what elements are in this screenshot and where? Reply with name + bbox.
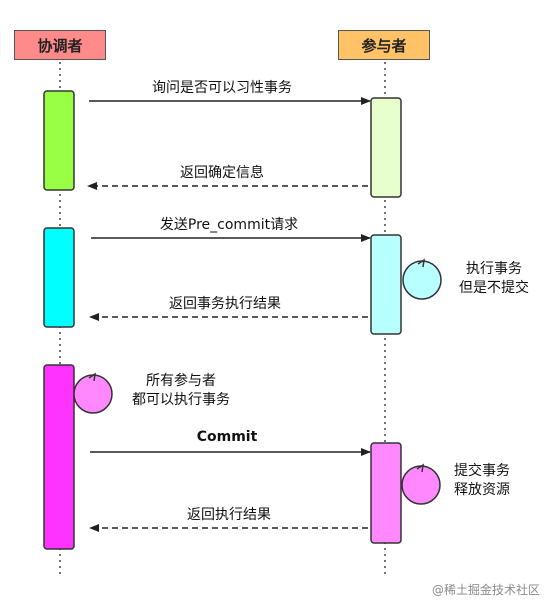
participant-note-phase2: 执行事务 但是不提交	[446, 260, 542, 298]
coordinator-activation-phase3	[43, 364, 75, 550]
participant-self-commit-loop	[401, 463, 441, 505]
response-label-phase2: 返回事务执行结果	[169, 296, 281, 312]
participant-activation-phase2	[370, 234, 402, 335]
request-label-phase2: 发送Pre_commit请求	[159, 217, 299, 233]
response-label-phase1: 返回确定信息	[180, 165, 264, 181]
participant-note-phase3: 提交事务 释放资源	[440, 462, 524, 500]
participant-note-phase3-line2: 释放资源	[454, 482, 510, 498]
coordinator-activation-phase1	[43, 90, 75, 191]
watermark: @稀土掘金技术社区	[431, 583, 540, 597]
coordinator-actor-box: 协调者	[14, 30, 106, 60]
participant-activation-phase1	[370, 97, 402, 198]
participant-actor-box: 参与者	[338, 30, 430, 60]
request-label-phase3: Commit	[196, 429, 258, 445]
request-label-phase1: 询问是否可以习性事务	[152, 80, 292, 96]
participant-actor-label: 参与者	[361, 36, 407, 55]
participant-self-execute-loop	[402, 258, 442, 300]
participant-activation-phase3	[370, 442, 402, 544]
coordinator-note-phase3-line1: 所有参与者	[146, 373, 216, 389]
coordinator-self-check-loop	[73, 372, 113, 414]
coordinator-actor-label: 协调者	[37, 36, 83, 55]
participant-note-phase2-line1: 执行事务	[466, 261, 522, 277]
participant-note-phase2-line2: 但是不提交	[459, 280, 529, 296]
coordinator-note-phase3-line2: 都可以执行事务	[132, 392, 230, 408]
coordinator-activation-phase2	[43, 227, 75, 328]
coordinator-note-phase3: 所有参与者 都可以执行事务	[120, 372, 242, 410]
response-label-phase3: 返回执行结果	[187, 507, 271, 523]
participant-note-phase3-line1: 提交事务	[454, 463, 510, 479]
